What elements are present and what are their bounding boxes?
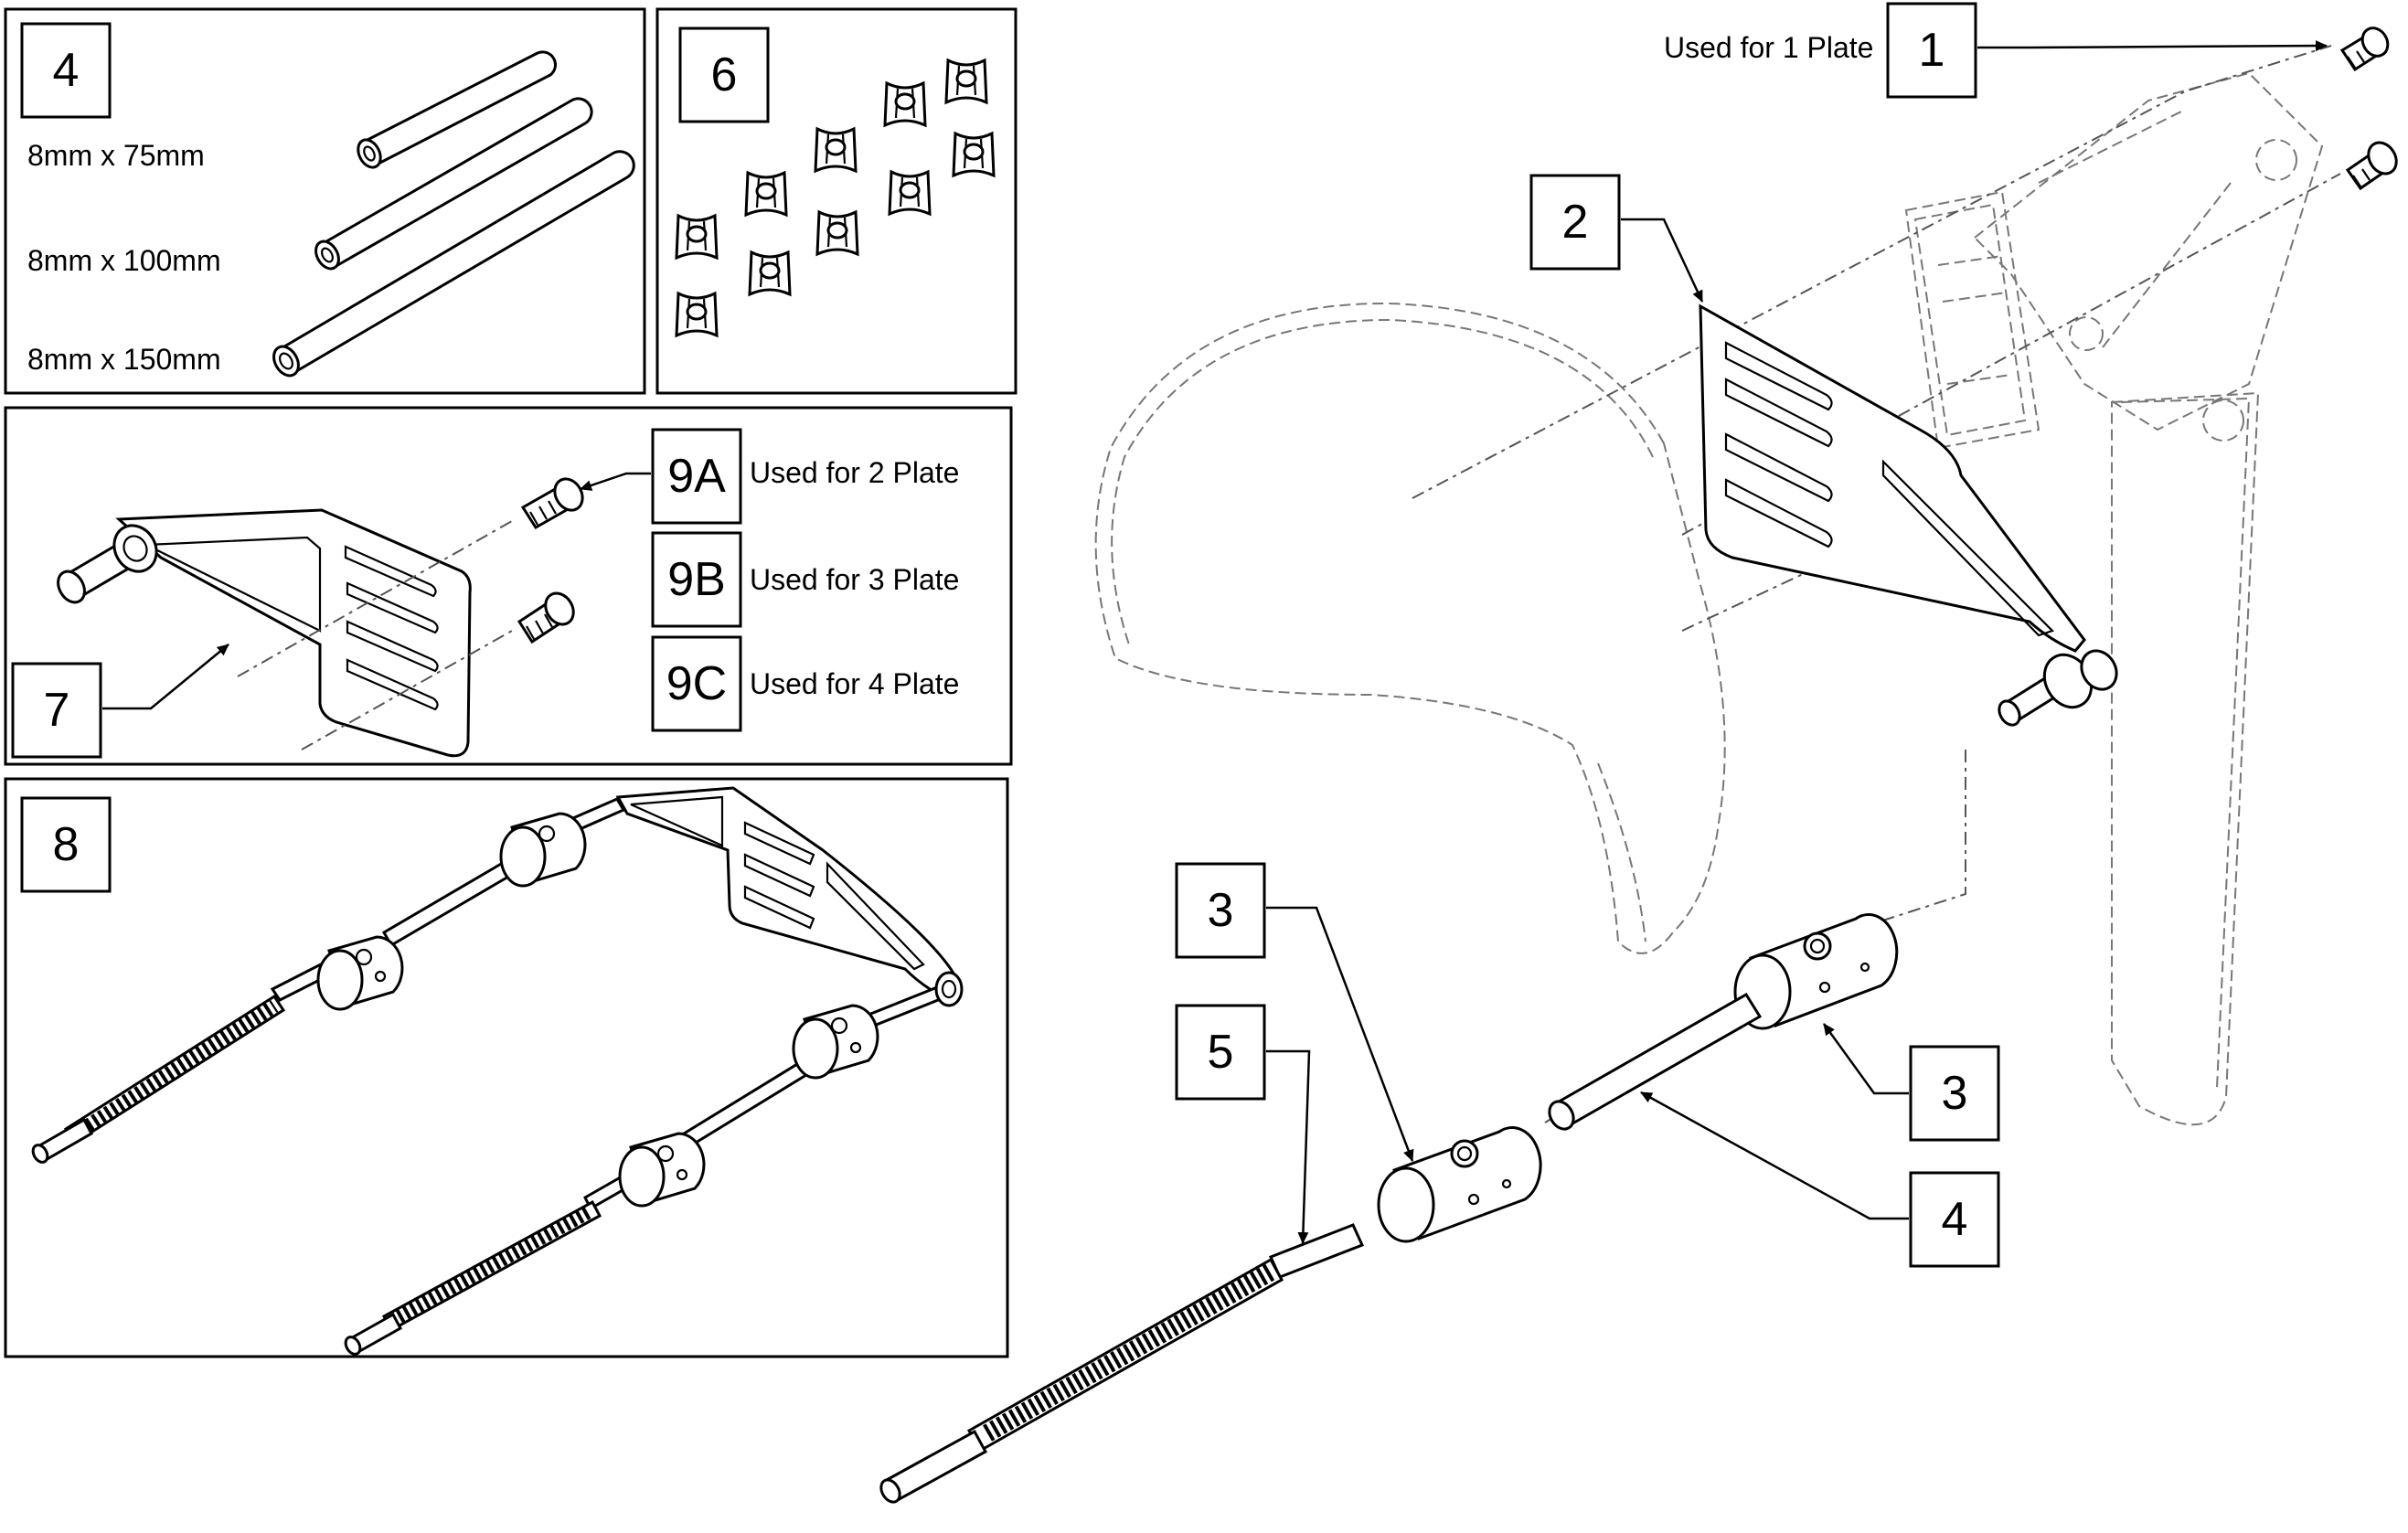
screw-1-upper xyxy=(2339,27,2390,72)
inset-6-callout: 6 xyxy=(711,48,738,101)
note-plate-3: Used for 3 Plate xyxy=(750,563,959,596)
tube-75-label: 8mm x 75mm xyxy=(27,139,205,172)
lower-clamp-1 xyxy=(792,1004,879,1080)
upper-clamp-2 xyxy=(316,935,404,1011)
inset-6-callout-box xyxy=(678,27,770,123)
main-exploded-view: 1 Used for 1 Plate 2 3 5 3 4 xyxy=(879,2,2398,1504)
callout-3-left-box xyxy=(1175,862,1266,959)
inset-7-callout: 7 xyxy=(44,684,70,737)
callout-3-right: 3 xyxy=(1942,1067,1968,1120)
inset-panel-clips: 6 xyxy=(655,7,1018,395)
headrest-pad-outline xyxy=(1094,302,1726,954)
inset-8-callout-box xyxy=(20,796,112,893)
note-plate-4: Used for 4 Plate xyxy=(750,667,959,700)
mounting-hardware-outline xyxy=(1904,71,2324,1126)
clip-group xyxy=(675,58,996,338)
inset-7-callout-box xyxy=(11,662,102,759)
callout-3-right-box xyxy=(1909,1045,2000,1142)
plate-2 xyxy=(1699,303,2118,727)
callout-9b-box xyxy=(651,531,742,628)
rod-4 xyxy=(1548,992,1763,1131)
tube-150-label: 8mm x 150mm xyxy=(27,343,221,376)
tube-100 xyxy=(314,97,593,271)
upper-clamp-1 xyxy=(499,812,587,888)
screw-9a xyxy=(520,477,584,530)
note-plate-2: Used for 2 Plate xyxy=(750,456,959,489)
callout-5: 5 xyxy=(1208,1026,1234,1079)
callout-9a-box xyxy=(651,428,742,525)
callout-5-box xyxy=(1175,1004,1266,1101)
inset-4-callout-box xyxy=(20,22,112,119)
tube-100-label: 8mm x 100mm xyxy=(27,244,221,277)
tube-150 xyxy=(272,150,635,378)
callout-2-box xyxy=(1529,174,1621,271)
inset-8-callout: 8 xyxy=(53,818,80,871)
callout-1: 1 xyxy=(1919,24,1945,77)
inset-4-callout: 4 xyxy=(53,44,80,97)
callout-9b: 9B xyxy=(667,553,726,606)
screw-9b xyxy=(517,591,575,644)
callout-4-box xyxy=(1909,1171,2000,1268)
callout-4: 4 xyxy=(1942,1193,1968,1246)
inset-panel-tubes: 4 8mm x 75mm 8mm x 100mm 8mm x 150mm xyxy=(4,7,646,395)
callout-9c: 9C xyxy=(666,657,727,710)
tube-75 xyxy=(357,50,557,169)
inset-panel-assembly: 8 xyxy=(4,777,1009,1358)
lower-clamp-2 xyxy=(618,1132,706,1208)
callout-3-left: 3 xyxy=(1208,884,1234,937)
callout-9a: 9A xyxy=(667,450,726,503)
clamp-3-lower xyxy=(1377,1126,1542,1243)
plate-7 xyxy=(57,508,472,758)
clamp-3-upper xyxy=(1733,913,1899,1030)
screw-1-lower xyxy=(2345,141,2398,191)
callout-2: 2 xyxy=(1562,196,1589,249)
callout-1-box xyxy=(1886,2,1977,99)
flex-rod-5 xyxy=(879,1223,1365,1504)
inset-panel-plate: 7 9A Used for 2 Plate 9B Used for 3 Plat… xyxy=(4,406,1013,766)
callout-9c-box xyxy=(651,635,742,732)
note-plate-1: Used for 1 Plate xyxy=(1664,31,1873,64)
